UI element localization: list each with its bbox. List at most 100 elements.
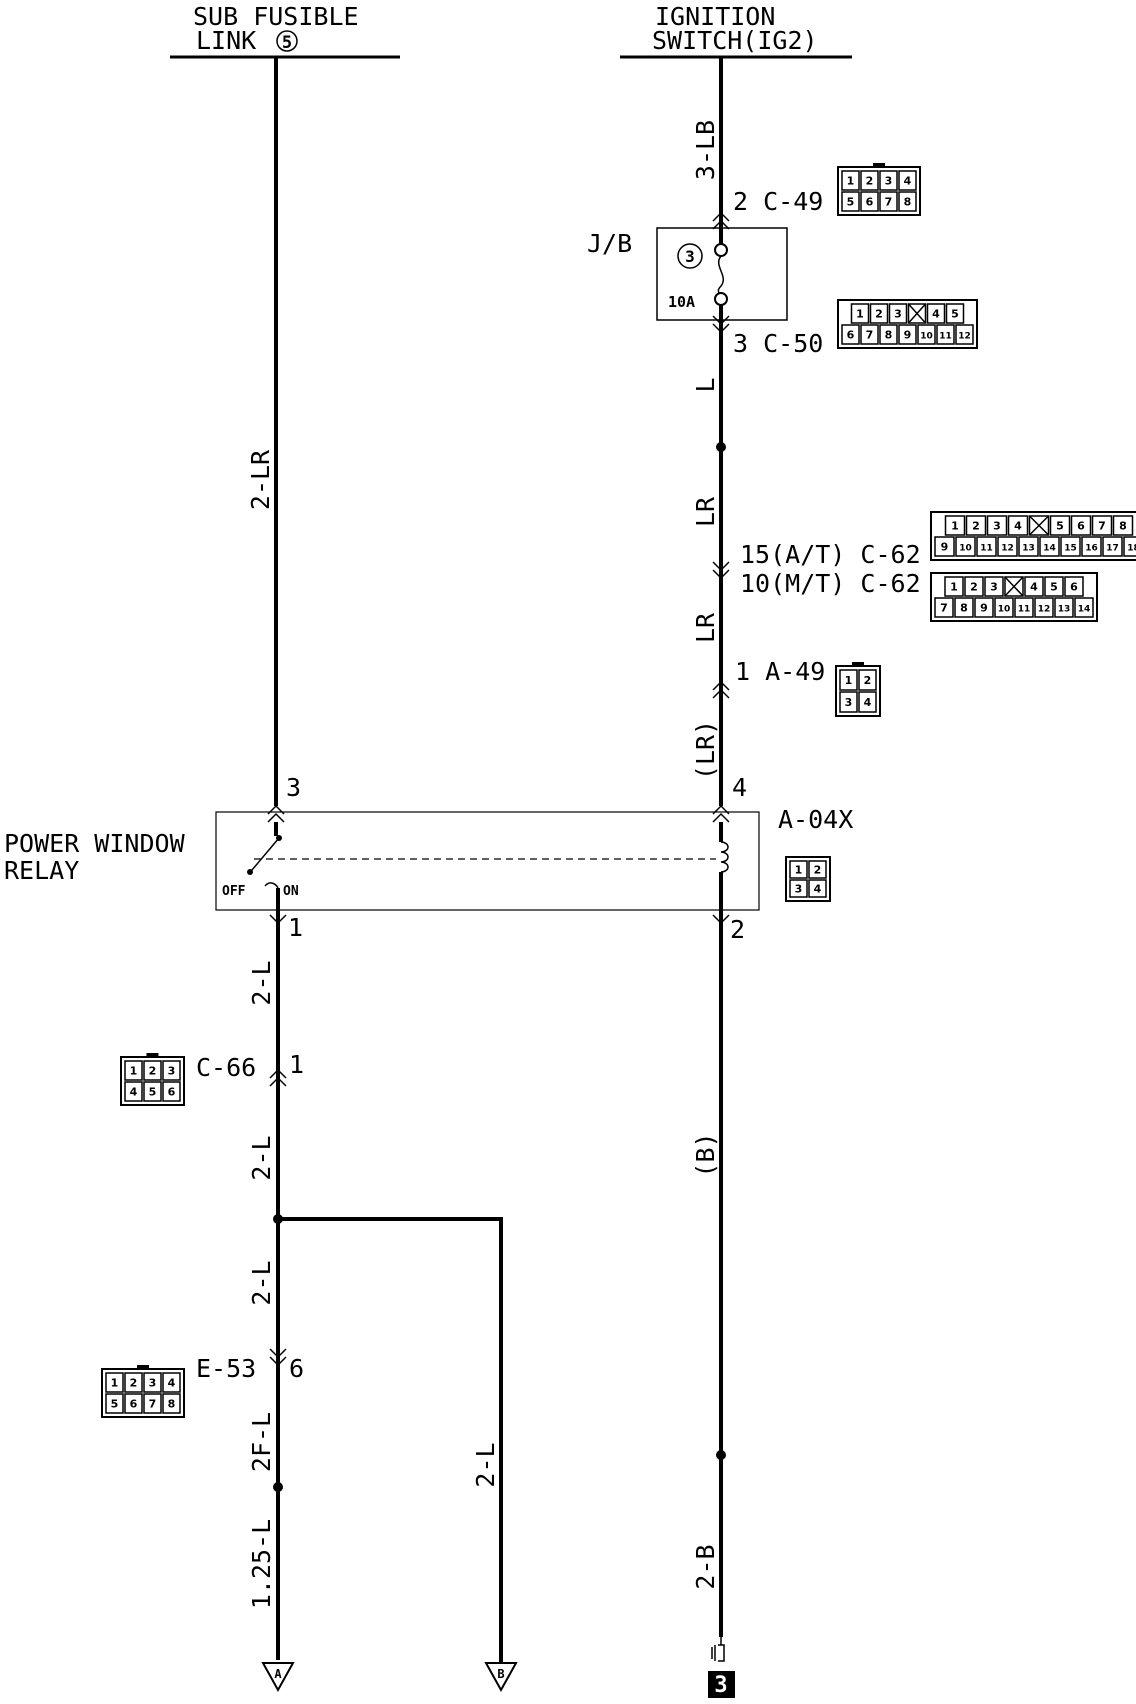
relay-pin-bl: 1 <box>288 913 303 942</box>
connector-pin-cell <box>860 191 879 212</box>
connector-pin-cell <box>986 515 1008 536</box>
terminal-b: B <box>484 1662 518 1693</box>
splice-dot <box>716 1450 726 1460</box>
relay-pin-br: 2 <box>730 915 745 944</box>
terminal-a-label: A <box>274 1667 282 1681</box>
wire-label: 3-LB <box>691 120 720 180</box>
connector-pin-number: 15 <box>1064 544 1077 554</box>
connector-pin-number: 12 <box>1001 544 1014 554</box>
connector-pin-cell <box>124 1372 143 1393</box>
connector-pin-number: 2 <box>864 674 872 687</box>
connector-pin-cell <box>858 691 877 713</box>
connector-pin-cell <box>936 324 955 345</box>
connector-pin-number: 11 <box>1018 605 1031 615</box>
connector-pin-number: 2 <box>149 1065 157 1078</box>
connector-pin-number: 4 <box>130 1086 138 1099</box>
connector-pin-number: 4 <box>168 1377 176 1390</box>
connector-pin-cell <box>808 860 827 879</box>
connector-pin-cell <box>1039 536 1060 557</box>
connector-pin-number: 8 <box>904 196 912 209</box>
connector-pin-cell <box>898 191 917 212</box>
wire-label: 2F-L <box>247 1412 276 1472</box>
connector-pin-cell <box>143 1372 162 1393</box>
connector-e53-pin: 6 <box>289 1354 304 1383</box>
connector-pin-cell <box>997 536 1018 557</box>
connector-c66-pin: 1 <box>289 1050 304 1079</box>
connector-pin-number: 14 <box>1043 544 1056 554</box>
connector-pin-cell <box>1007 515 1029 536</box>
connector-pin-cell <box>898 170 917 191</box>
connector-pin-cell <box>162 1393 181 1414</box>
connector-c49-label: 2 C-49 <box>733 187 823 216</box>
connector-pin-cell <box>841 170 860 191</box>
connector-pin-cell <box>1102 536 1123 557</box>
connector-pin-number: 16 <box>1085 544 1098 554</box>
fuse-rating: 10A <box>668 293 695 311</box>
wire-label: 2-L <box>247 1135 276 1180</box>
splice-dot <box>273 1482 283 1492</box>
connector-pin-number: 6 <box>847 329 855 342</box>
connector-pin-cell <box>124 1081 143 1102</box>
connector-pin-cell <box>888 303 908 324</box>
connector-pin-number: 7 <box>885 196 893 209</box>
wire-label: 2-LR <box>246 449 275 510</box>
connector-pin-cell <box>839 669 858 691</box>
connector-pin-cell <box>879 191 898 212</box>
connector-pin-number: 3 <box>894 308 902 321</box>
connector-c62mt-label: 10(M/T) C-62 <box>740 569 921 598</box>
connector-pin-number: 6 <box>1070 581 1078 594</box>
wire-label: (B) <box>691 1132 720 1177</box>
connector-pin-number: 9 <box>941 541 949 554</box>
connector-chevrons <box>267 211 730 1367</box>
connector-pin-cell <box>808 879 827 898</box>
connector-pin-number: 3 <box>993 520 1001 533</box>
connector-pin-cell <box>1018 536 1039 557</box>
connector-face-tab <box>146 1053 159 1057</box>
connector-pin-number: 7 <box>940 602 948 615</box>
connector-pin-number: 6 <box>130 1398 138 1411</box>
connector-pin-number: 3 <box>149 1377 157 1390</box>
connector-pin-cell <box>789 879 808 898</box>
connector-pin-number: 3 <box>168 1065 176 1078</box>
fuse-terminal <box>714 243 728 257</box>
connector-pin-cell <box>1060 536 1081 557</box>
connector-pin-number: 8 <box>885 329 893 342</box>
connector-pin-number: 5 <box>111 1398 119 1411</box>
connector-pin-cell <box>124 1060 143 1081</box>
connector-pin-cell <box>944 576 964 597</box>
connector-pin-number: 2 <box>130 1377 138 1390</box>
connector-pin-number: 1 <box>856 308 864 321</box>
relay-box <box>215 811 760 911</box>
connector-pin-number: 7 <box>866 329 874 342</box>
connector-pin-number: 11 <box>980 544 993 554</box>
connector-pin-cell <box>162 1060 181 1081</box>
relay-on-contact <box>264 882 279 889</box>
relay-switch-arm-icon <box>251 837 280 871</box>
connector-pin-number: 2 <box>866 175 874 188</box>
wire-label: 1.25-L <box>247 1519 276 1609</box>
terminal-a: A <box>261 1662 295 1693</box>
connector-pin-cell <box>955 536 976 557</box>
connector-pin-cell <box>1064 576 1084 597</box>
wire-label: LR <box>691 496 720 527</box>
connector-pin-cell <box>839 691 858 713</box>
relay-name-line2: RELAY <box>4 856 79 885</box>
relay-name-line1: POWER WINDOW <box>4 829 186 858</box>
connector-pin-cell <box>850 303 870 324</box>
relay-on-label: ON <box>283 884 299 899</box>
connector-pin-cell <box>879 324 898 345</box>
connector-pin-number: 6 <box>1077 520 1085 533</box>
connector-e53-label: E-53 <box>196 1354 256 1383</box>
connector-pin-cell <box>841 191 860 212</box>
connector-pin-number: 7 <box>149 1398 157 1411</box>
wire-label: 2-L <box>247 1260 276 1305</box>
fusible-link-number: 5 <box>282 33 292 53</box>
connector-pin-cell <box>974 597 994 618</box>
wire-label: L <box>691 377 720 392</box>
source-left-line1: SUB FUSIBLE <box>193 2 359 31</box>
